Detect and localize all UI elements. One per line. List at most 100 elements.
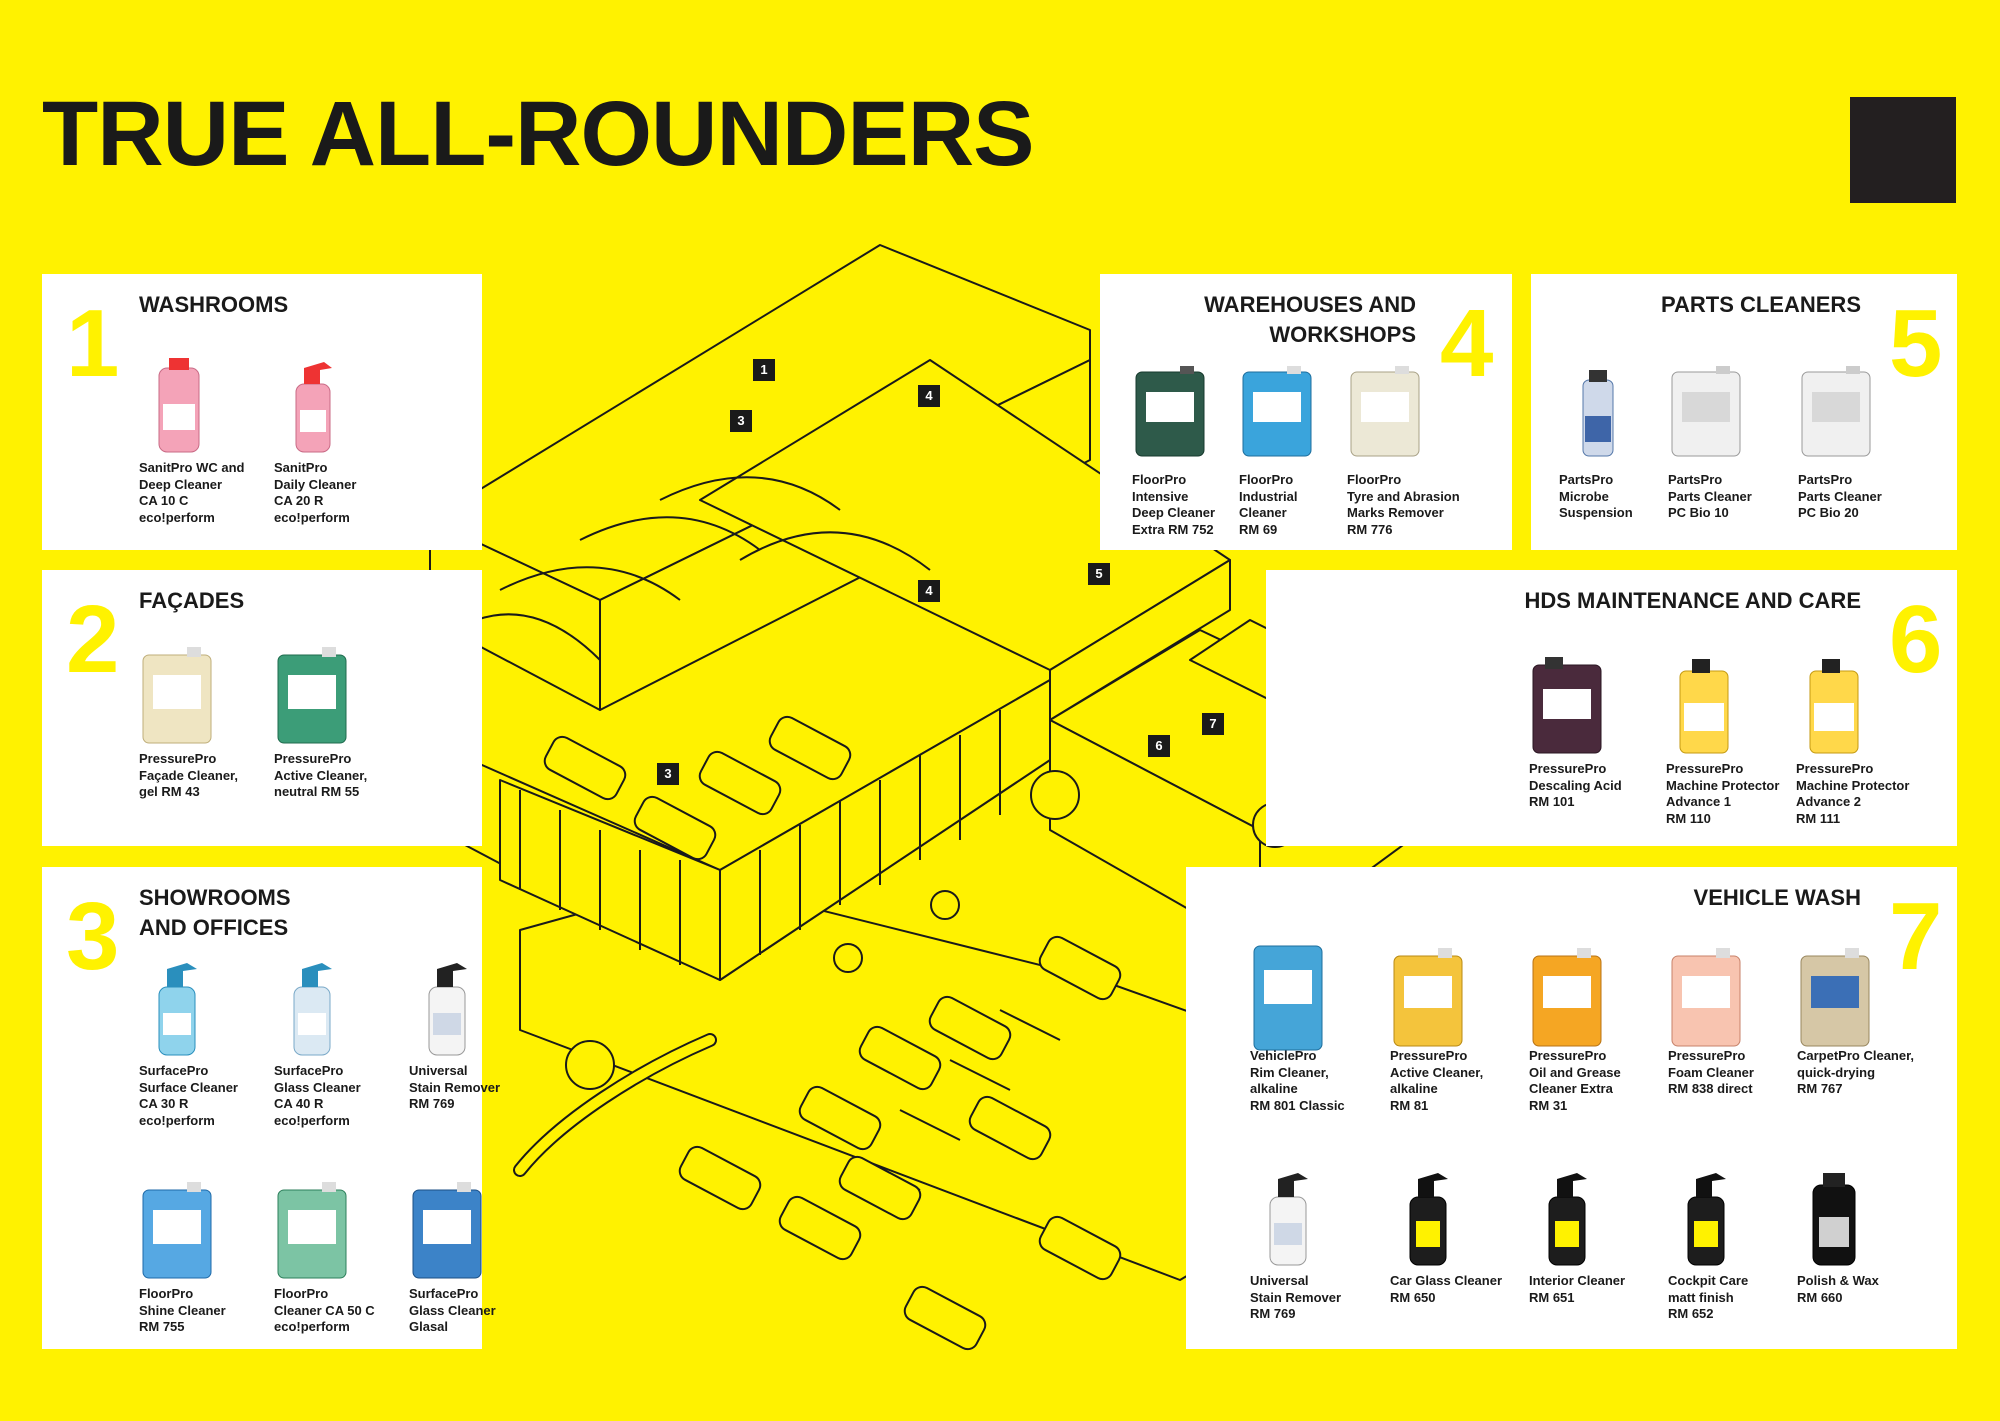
product-card[interactable]: FloorPro Tyre and Abrasion Marks Remover… <box>1347 366 1477 538</box>
blue-spray-bottle-icon <box>139 957 269 1057</box>
section-title: WAREHOUSES AND WORKSHOPS <box>1204 292 1416 347</box>
product-card[interactable]: SanitPro WC and Deep Cleaner CA 10 C eco… <box>139 354 269 526</box>
product-card[interactable]: SanitPro Daily Cleaner CA 20 R eco!perfo… <box>274 354 404 526</box>
product-card[interactable]: PartsPro Microbe Suspension <box>1559 366 1689 522</box>
section-title: VEHICLE WASH <box>1693 885 1861 910</box>
map-marker-3[interactable]: 3 <box>730 410 752 432</box>
product-label: PressurePro Machine Protector Advance 1 … <box>1666 761 1780 826</box>
product-label: SurfacePro Glass Cleaner Glasal <box>409 1286 496 1334</box>
car-icon <box>633 795 717 861</box>
map-marker-3[interactable]: 3 <box>657 763 679 785</box>
product-label: Universal Stain Remover RM 769 <box>409 1063 501 1111</box>
car-icon <box>903 1285 987 1351</box>
tan-canister-icon <box>1797 942 1927 1047</box>
tree-icon <box>833 943 863 973</box>
product-card[interactable]: FloorPro Intensive Deep Cleaner Extra RM… <box>1132 366 1262 538</box>
orange-canister-icon <box>1529 942 1659 1047</box>
white-spray-bottle-icon <box>409 957 539 1057</box>
product-card[interactable]: CarpetPro Cleaner, quick-drying RM 767 <box>1797 942 1927 1098</box>
map-marker-5[interactable]: 5 <box>1088 563 1110 585</box>
white-canister-icon <box>1798 366 1928 466</box>
product-card[interactable]: FloorPro Shine Cleaner RM 755 <box>139 1180 269 1336</box>
car-icon <box>798 1085 882 1151</box>
section-number: 5 <box>1889 290 1943 397</box>
product-card[interactable]: PartsPro Parts Cleaner PC Bio 10 <box>1668 366 1798 522</box>
white-spray-bottle-icon <box>1250 1167 1380 1267</box>
map-marker-4[interactable]: 4 <box>918 385 940 407</box>
product-card[interactable]: PressurePro Façade Cleaner, gel RM 43 <box>139 645 269 801</box>
product-card[interactable]: PressurePro Machine Protector Advance 1 … <box>1666 655 1796 827</box>
car-icon <box>838 1155 922 1221</box>
product-card[interactable]: PressurePro Active Cleaner, neutral RM 5… <box>274 645 404 801</box>
blue-canister-icon <box>409 1180 539 1280</box>
section-title: FAÇADES <box>139 588 245 613</box>
white-canister-icon <box>1668 366 1798 466</box>
product-card[interactable]: PressurePro Oil and Grease Cleaner Extra… <box>1529 942 1659 1114</box>
yellow-canister-icon <box>1390 942 1520 1047</box>
beige-canister-icon <box>139 645 269 745</box>
tree-icon <box>565 1040 615 1090</box>
product-label: FloorPro Industrial Cleaner RM 69 <box>1239 472 1298 537</box>
product-card[interactable]: Polish & Wax RM 660 <box>1797 1167 1927 1306</box>
yellow-bottle-icon <box>1796 655 1926 755</box>
product-card[interactable]: PressurePro Machine Protector Advance 2 … <box>1796 655 1926 827</box>
map-marker-7[interactable]: 7 <box>1202 713 1224 735</box>
product-card[interactable]: FloorPro Industrial Cleaner RM 69 <box>1239 366 1369 538</box>
section-title: WASHROOMS <box>139 292 289 317</box>
product-label: PressurePro Descaling Acid RM 101 <box>1529 761 1622 809</box>
product-card[interactable]: Universal Stain Remover RM 769 <box>409 957 539 1113</box>
product-label: PressurePro Foam Cleaner RM 838 direct <box>1668 1048 1754 1096</box>
product-label: PartsPro Parts Cleaner PC Bio 10 <box>1668 472 1752 520</box>
section-number: 4 <box>1440 290 1494 397</box>
product-label: PartsPro Microbe Suspension <box>1559 472 1633 520</box>
green-canister-icon <box>274 645 404 745</box>
map-marker-6[interactable]: 6 <box>1148 735 1170 757</box>
product-label: FloorPro Intensive Deep Cleaner Extra RM… <box>1132 472 1216 537</box>
section-washrooms: 1 WASHROOMS SanitPro WC and Deep Cleaner… <box>42 274 482 550</box>
product-label: Cockpit Care matt finish RM 652 <box>1668 1273 1749 1321</box>
product-label: PressurePro Active Cleaner, alkaline RM … <box>1390 1048 1484 1113</box>
map-marker-1[interactable]: 1 <box>753 359 775 381</box>
product-label: PartsPro Parts Cleaner PC Bio 20 <box>1798 472 1882 520</box>
product-card[interactable]: PartsPro Parts Cleaner PC Bio 20 <box>1798 366 1928 522</box>
yellow-bottle-icon <box>1666 655 1796 755</box>
car-icon <box>543 735 627 801</box>
car-icon <box>1038 1215 1122 1281</box>
product-card[interactable]: PressurePro Foam Cleaner RM 838 direct <box>1668 942 1798 1098</box>
product-card[interactable]: SurfacePro Glass Cleaner CA 40 R eco!per… <box>274 957 404 1129</box>
section-number: 3 <box>66 883 120 990</box>
product-card[interactable]: Cockpit Care matt finish RM 652 <box>1668 1167 1798 1323</box>
section-hds-maintenance: 6 HDS MAINTENANCE AND CARE PressurePro D… <box>1266 570 1957 846</box>
car-icon <box>928 995 1012 1061</box>
dark-green-canister-icon <box>1132 366 1262 466</box>
car-icon <box>698 750 782 816</box>
car-icon <box>768 715 852 781</box>
map-marker-4[interactable]: 4 <box>918 580 940 602</box>
green-canister-icon <box>274 1180 404 1280</box>
section-vehicle-wash: 7 VEHICLE WASH VehiclePro Rim Cleaner, a… <box>1186 867 1957 1349</box>
product-card[interactable]: SurfacePro Glass Cleaner Glasal <box>409 1180 539 1336</box>
product-card[interactable]: Car Glass Cleaner RM 650 <box>1390 1167 1520 1306</box>
product-card[interactable]: Universal Stain Remover RM 769 <box>1250 1167 1380 1323</box>
section-number: 6 <box>1889 586 1943 693</box>
product-label: CarpetPro Cleaner, quick-drying RM 767 <box>1797 1048 1915 1096</box>
small-blue-bottle-icon <box>1559 366 1689 466</box>
purple-canister-icon <box>1529 655 1659 755</box>
product-card[interactable]: FloorPro Cleaner CA 50 C eco!perform <box>274 1180 404 1336</box>
product-card[interactable]: SurfacePro Surface Cleaner CA 30 R eco!p… <box>139 957 269 1129</box>
product-card[interactable]: Interior Cleaner RM 651 <box>1529 1167 1659 1306</box>
product-card[interactable]: PressurePro Descaling Acid RM 101 <box>1529 655 1659 811</box>
peach-canister-icon <box>1668 942 1798 1047</box>
product-card[interactable]: PressurePro Active Cleaner, alkaline RM … <box>1390 942 1520 1114</box>
pink-spray-bottle-icon <box>274 354 404 454</box>
section-title: PARTS CLEANERS <box>1660 292 1861 317</box>
product-label: FloorPro Tyre and Abrasion Marks Remover… <box>1347 472 1460 537</box>
blue-canister-icon <box>139 1180 269 1280</box>
product-label: Polish & Wax RM 660 <box>1797 1273 1879 1305</box>
product-card[interactable]: VehiclePro Rim Cleaner, alkaline RM 801 … <box>1250 942 1380 1114</box>
blue-canister-icon <box>1239 366 1369 466</box>
page-title: TRUE ALL-ROUNDERS <box>42 83 1035 185</box>
black-bottle-icon <box>1797 1167 1927 1267</box>
product-label: PressurePro Oil and Grease Cleaner Extra… <box>1529 1048 1621 1113</box>
car-icon <box>1038 935 1122 1001</box>
